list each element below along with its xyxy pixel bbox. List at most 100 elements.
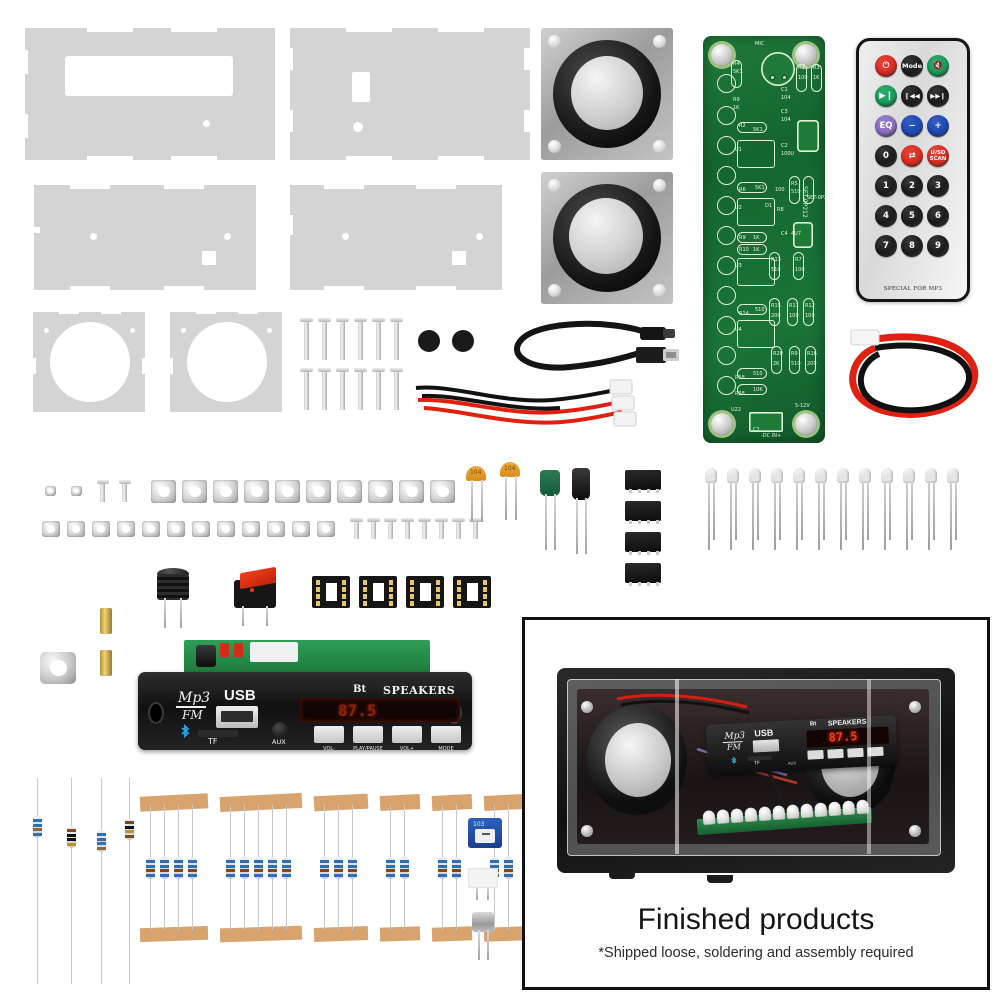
acrylic-speaker-baffle-right: [167, 308, 282, 412]
finished-led: [842, 800, 856, 816]
finished-display-value: 87.5: [828, 729, 858, 745]
pcb-silkscreen-label: C2: [781, 143, 788, 149]
pcb-silkscreen-label: 200: [807, 361, 817, 367]
finished-led: [814, 802, 828, 818]
acrylic-speaker-baffle-left: [30, 308, 148, 412]
finished-title: Finished products: [637, 903, 875, 936]
dip-ic-group: [625, 470, 665, 595]
pcb-silkscreen-label: R8: [777, 207, 784, 213]
mp3-module-battery: [196, 645, 216, 667]
led: [947, 468, 959, 550]
pcb-silkscreen-label: 10K: [753, 387, 763, 393]
finished-enclosure: Mp3 FM USB TF AUX Bt SPEAKERS 87.5: [557, 665, 955, 883]
electrolytic-capacitor-green: [540, 470, 562, 552]
digit-0-button[interactable]: 0: [875, 145, 897, 167]
module-fm-label: FM: [182, 708, 203, 722]
mp3-module-connector-white: [250, 642, 298, 662]
module-button-mode-label: MODE: [438, 746, 454, 752]
pcb-silkscreen-label: 100: [798, 75, 808, 81]
digit-5-button[interactable]: 5: [901, 205, 923, 227]
digit-9-button[interactable]: 9: [927, 235, 949, 257]
tf-card-slot[interactable]: [198, 730, 238, 737]
module-display: 87.5: [300, 698, 460, 722]
finished-aux-jack: [789, 752, 798, 761]
module-button-mode[interactable]: MODE: [431, 726, 461, 752]
ceramic-capacitor-2: 104: [500, 462, 522, 520]
ceramic-capacitor-1: 104: [466, 466, 488, 522]
acrylic-panel-front: [22, 24, 275, 164]
previous-button[interactable]: ❙◀◀: [901, 85, 923, 107]
nut-medium: [167, 521, 185, 537]
pcb-silkscreen-label: R4: [733, 61, 740, 67]
dip-socket: [312, 576, 350, 608]
finished-display: 87.5: [806, 726, 890, 748]
led: [903, 468, 915, 550]
mp3-module-jumper-red-2: [234, 643, 243, 657]
module-button-play-pause[interactable]: PLAY/PAUSE: [353, 726, 383, 752]
loose-resistor-group: [25, 778, 135, 984]
finished-led: [800, 803, 814, 819]
module-label-divider: [176, 706, 206, 708]
repeat-button[interactable]: ⇄: [901, 145, 923, 167]
nut-medium: [292, 521, 310, 537]
nut-medium: [117, 521, 135, 537]
power-wire: [845, 322, 993, 434]
pcb-silkscreen-label: R1: [798, 65, 805, 71]
electrolytic-capacitor-black: [572, 468, 594, 556]
module-mount-hole-left: [148, 702, 164, 724]
play-pause-button[interactable]: ▶❙: [875, 85, 897, 107]
nut-medium: [142, 521, 160, 537]
trimpot[interactable]: 103: [468, 818, 502, 848]
digit-8-button[interactable]: 8: [901, 235, 923, 257]
aux-jack[interactable]: [272, 722, 288, 738]
digit-7-button[interactable]: 7: [875, 235, 897, 257]
dip-ic: [625, 563, 661, 586]
pcb-silkscreen-label: 510: [755, 307, 765, 313]
volume-up-button[interactable]: +: [927, 115, 949, 137]
nut-large: [306, 480, 331, 503]
finished-led: [702, 810, 716, 825]
eq-button[interactable]: EQ: [875, 115, 897, 137]
finished-btn-2: [827, 748, 844, 759]
digit-3-button[interactable]: 3: [927, 175, 949, 197]
finished-led: [772, 805, 786, 821]
module-display-value: 87.5: [338, 701, 377, 720]
bluetooth-icon: [178, 723, 192, 742]
finished-led: [758, 806, 772, 822]
pcb-silkscreen-label: 1K: [813, 75, 820, 81]
usb-port[interactable]: [216, 706, 258, 728]
power-button[interactable]: ⏻: [875, 55, 897, 77]
finished-led: [730, 808, 744, 823]
rocker-switch[interactable]: [228, 566, 282, 628]
pcb-silkscreen-label: -DC IN+: [761, 433, 782, 439]
mp3-module-jumper-red-1: [220, 643, 229, 657]
volume-down-button[interactable]: −: [901, 115, 923, 137]
module-button-vol-up[interactable]: VOL+: [392, 726, 422, 752]
finished-product-panel: Mp3 FM USB TF AUX Bt SPEAKERS 87.5: [522, 617, 990, 990]
next-button[interactable]: ▶▶❙: [927, 85, 949, 107]
speaker-driver-2: [541, 172, 673, 304]
digit-1-button[interactable]: 1: [875, 175, 897, 197]
digit-2-button[interactable]: 2: [901, 175, 923, 197]
finished-bluetooth-icon: [729, 753, 738, 765]
led-group: [705, 468, 975, 558]
digit-6-button[interactable]: 6: [927, 205, 949, 227]
finished-bt-label: Bt: [809, 721, 817, 728]
speaker-driver-1: [541, 28, 673, 160]
nut-large: [368, 480, 393, 503]
module-tf-label: TF: [208, 737, 218, 746]
finished-tf-label: TF: [753, 760, 761, 767]
mute-button[interactable]: 🔇: [927, 55, 949, 77]
pcb-silkscreen-label: U22: [731, 407, 742, 413]
acrylic-panel-side-left: [30, 181, 256, 294]
pcb-silkscreen-label: R9: [739, 235, 746, 241]
finished-subtitle: *Shipped loose, soldering and assembly r…: [598, 945, 914, 961]
module-button-vol-down[interactable]: VOL-: [314, 726, 344, 752]
pcb-silkscreen-label: R28: [735, 391, 745, 397]
pcb-silkscreen-label: R20: [773, 351, 783, 357]
pcb-silkscreen-label: D1: [765, 203, 773, 209]
mode-button[interactable]: Mode: [901, 55, 923, 77]
digit-4-button[interactable]: 4: [875, 205, 897, 227]
pcb-silkscreen-label: U3: [735, 263, 742, 269]
